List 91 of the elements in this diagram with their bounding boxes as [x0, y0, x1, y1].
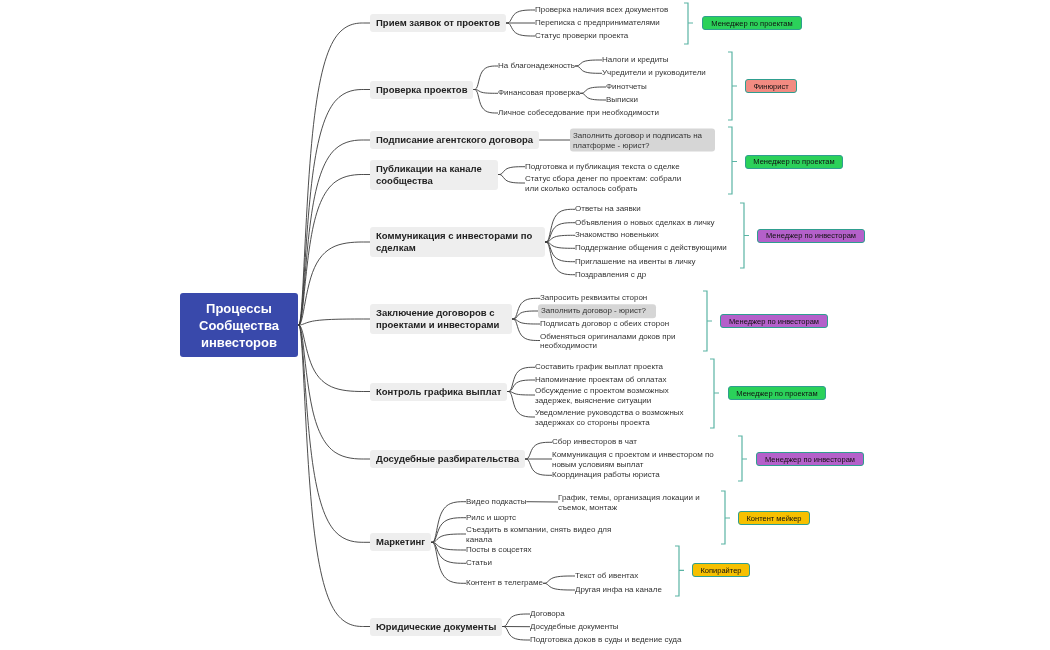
subtopic-text: Досудебные документы: [530, 621, 619, 632]
connector-line: [542, 582, 576, 591]
subtopic-text: Финотчеты: [606, 82, 647, 92]
topic-box: Юридические документы: [370, 617, 503, 636]
connector-line: [297, 174, 371, 326]
subtopic-text: Координация работы юриста: [552, 470, 660, 481]
connector-line: [524, 458, 553, 460]
connector-line: [506, 391, 536, 418]
connector-line: [430, 501, 467, 543]
connector-line: [505, 22, 536, 37]
topic-box: Коммуникация с инвесторами по сделкам: [370, 227, 545, 257]
topic-box: Проверка проектов: [370, 80, 474, 99]
connector-line: [297, 89, 371, 326]
subtopic-text: Сбор инвесторов в чат: [552, 437, 637, 448]
subtopic-box: Заполнить договор и подписать на платформе - юрист?: [570, 128, 715, 152]
subtopic-text: Другая инфа на канале: [575, 585, 662, 595]
connector-line: [579, 92, 607, 101]
connector-line: [525, 501, 559, 503]
subtopic-text: Подписать договор с обеих сторон: [540, 319, 670, 329]
subtopic-text: Рилс и шортс: [466, 512, 517, 523]
subtopic-text: Видео подкасты: [466, 496, 527, 507]
subtopic-text: Подготовка доков в суды и ведение суда: [530, 635, 682, 645]
subtopic-text: Подготовка и публикация текста о сделке: [525, 161, 680, 172]
subtopic-text: Съездить в компании, снять видео для канала: [466, 524, 621, 544]
subtopic-text: Договора: [530, 609, 565, 619]
connector-line: [524, 441, 553, 460]
subtopic-text: Статус проверки проекта: [535, 31, 629, 41]
subtopic-text: Поддержание общения с действующими: [575, 243, 727, 254]
connector-line: [511, 318, 541, 325]
subtopic-text: Контент в телеграме: [466, 578, 543, 589]
connector-line: [473, 65, 499, 90]
subtopic-text: Составить график выплат проекта: [535, 362, 664, 373]
subtopic-text: Статьи: [466, 558, 492, 569]
subtopic-text: Объявления о новых сделках в личку: [575, 217, 715, 228]
connector-line: [579, 86, 607, 94]
connector-line: [544, 222, 576, 243]
connector-line: [574, 59, 603, 67]
connector-line: [430, 541, 467, 584]
subtopic-text: Выписки: [606, 95, 638, 105]
subtopic-text: На благонадежность: [498, 61, 575, 71]
subtopic-text: Проверка наличия всех документов: [535, 5, 669, 15]
topic-box: Маркетинг: [370, 533, 432, 552]
connector-line: [542, 575, 576, 584]
connector-line: [297, 324, 371, 543]
connector-line: [430, 517, 467, 543]
connector-line: [297, 241, 371, 326]
connector-line: [524, 458, 553, 476]
subtopic-text: Напоминание проектам об оплатах: [535, 375, 667, 385]
connector-line: [544, 241, 576, 249]
subtopic-text: Уведомление руководства о возможных задержках со стороны проекта: [535, 407, 695, 427]
topic-box: Заключение договоров с проектами и инвесторами: [370, 304, 512, 334]
connector-line: [544, 234, 576, 243]
subtopic-text: Обменяться оригиналами доков при необходимости: [540, 331, 685, 350]
connector-line: [297, 324, 371, 460]
subtopic-text: Поздравления с др: [575, 269, 647, 280]
subtopic-text: Финансовая проверка: [498, 88, 580, 99]
subtopic-text: Запросить реквизиты сторон: [540, 293, 648, 304]
connector-line: [501, 626, 531, 641]
subtopic-text: График, темы, организация локации и съемок, монтаж: [558, 492, 710, 512]
topic-box: Публикации на канале сообщества: [370, 159, 498, 190]
connector-line: [473, 89, 499, 114]
subtopic-text: Переписка с предпринимателями: [535, 18, 660, 28]
subtopic-text: Ответы на заявки: [575, 204, 641, 215]
subtopic-text: Посты в соцсетях: [466, 545, 532, 555]
topic-box: Подписание агентского договора: [370, 131, 540, 149]
topic-box: Досудебные разбирательства: [370, 450, 525, 468]
subtopic-text: Знакомство новеньких: [575, 230, 659, 241]
subtopic-text: Коммуникация с проектом и инвестором по новым условиям выплат: [552, 449, 724, 469]
connector-line: [544, 241, 576, 276]
connector-line: [505, 22, 536, 24]
subtopic-text: Статус сбора денег по проектам: собрали или сколько осталось собрать: [525, 173, 690, 193]
connector-line: [497, 174, 526, 184]
subtopic-text: Обсуждение с проектом возможных задержек, выяснение ситуации: [535, 385, 683, 405]
subtopic-text: Текст об ивентах: [575, 571, 639, 581]
subtopic-text: Личное собеседование при необходимости: [498, 108, 659, 118]
subtopic-text: Учредители и руководители: [602, 68, 706, 79]
connector-line: [506, 366, 536, 392]
connector-line: [473, 89, 499, 94]
connector-line: [574, 65, 603, 74]
topic-box: Прием заявок от проектов: [370, 14, 507, 32]
connector-line: [538, 139, 571, 141]
central-topic: Процессы Сообщества инвесторов: [180, 293, 298, 357]
connector-line: [511, 318, 541, 341]
connector-line: [430, 533, 467, 543]
connector-line: [511, 297, 541, 320]
topic-box: Контроль графика выплат: [370, 382, 508, 401]
subtopic-box: Заполнить договор - юрист?: [538, 304, 656, 318]
subtopic-text: Налоги и кредиты: [602, 55, 669, 65]
connector-line: [297, 318, 371, 326]
connector-line: [297, 324, 371, 627]
subtopic-text: Приглашение на ивенты в личку: [575, 256, 696, 267]
